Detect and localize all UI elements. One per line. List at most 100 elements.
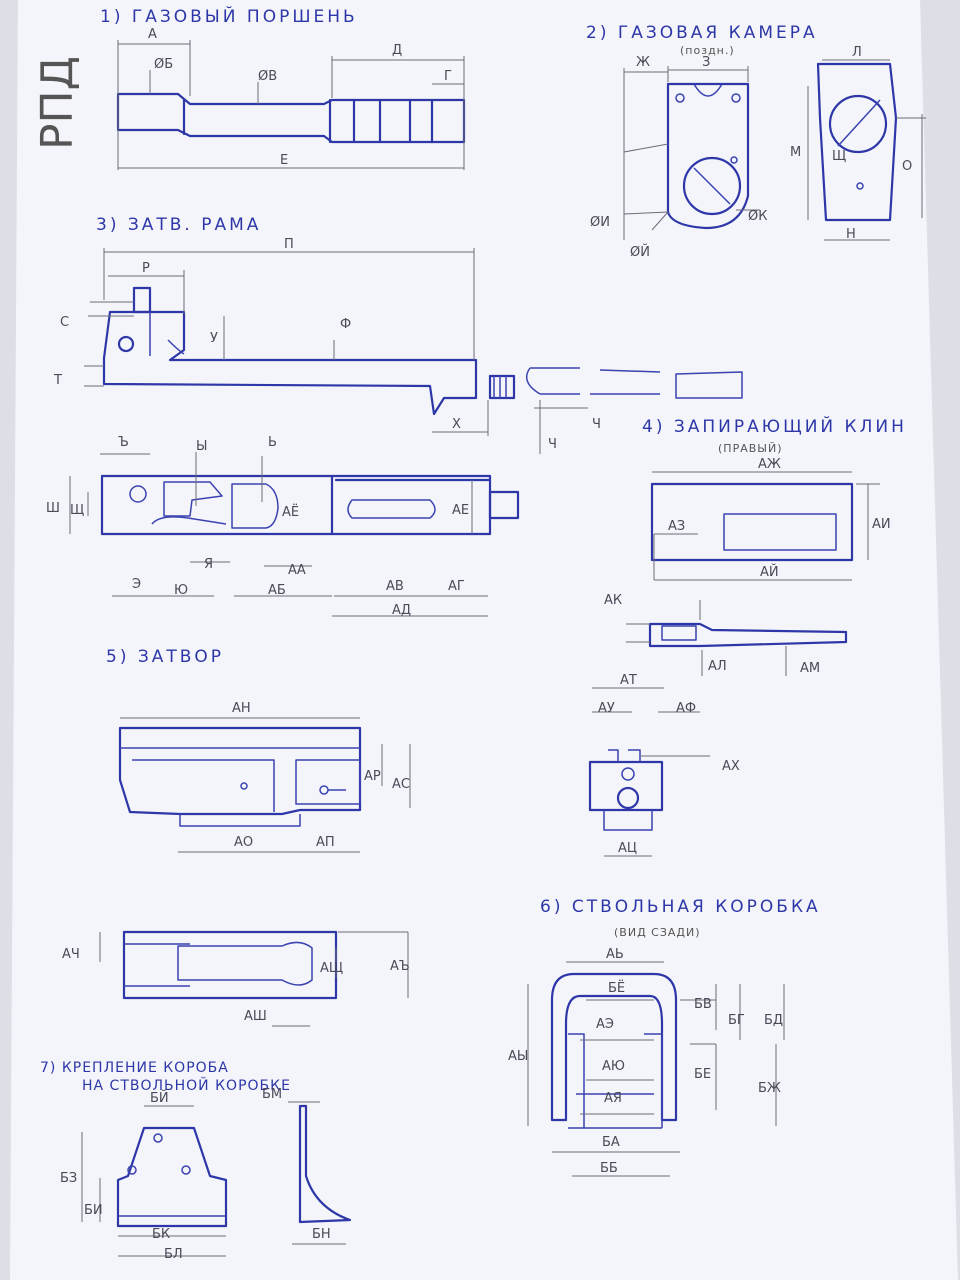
dim-Ya: Я	[204, 557, 213, 572]
dim-AF: АФ	[676, 701, 696, 716]
dim-AYu: АЮ	[602, 1059, 625, 1074]
dim-AU: АУ	[598, 701, 615, 716]
dim-Yu: Ю	[174, 583, 188, 598]
dim-AR: АР	[364, 769, 381, 784]
dim-AD: АД	[392, 603, 411, 618]
dim-Y: ØЙ	[630, 244, 650, 260]
dim-Sh: Ш	[46, 501, 60, 516]
locking-wedge-side	[626, 600, 848, 676]
dim-AT: АТ	[620, 673, 637, 688]
dim-BZ: БЗ	[60, 1171, 77, 1186]
dim-BL: БЛ	[164, 1247, 183, 1262]
dim-U: У	[210, 331, 218, 346]
dim-AHard: АЪ	[390, 959, 410, 974]
dim-BN: БН	[312, 1227, 331, 1242]
dim-Shch2: Щ	[70, 503, 84, 518]
bolt-carrier-side	[84, 248, 743, 454]
dim-BD: БД	[764, 1013, 783, 1028]
dim-M: М	[790, 145, 801, 160]
dim-ASh: АШ	[244, 1009, 267, 1024]
dim-P: П	[284, 237, 294, 252]
dim-K: ØК	[748, 209, 767, 224]
title-locking-wedge: 4) ЗАПИРАЮЩИЙ КЛИН	[642, 415, 907, 437]
bolt-side	[118, 717, 411, 853]
title-gas-chamber: 2) ГАЗОВАЯ КАМЕРА	[586, 23, 818, 43]
dim-R: Р	[142, 261, 150, 276]
dim-AV: АВ	[386, 579, 404, 594]
dim-O: О	[902, 159, 912, 174]
gas-chamber-side	[807, 59, 926, 241]
dim-AY: АЙ	[760, 564, 779, 580]
bolt-front	[588, 687, 710, 857]
dim-AI: АИ	[872, 517, 891, 532]
gas-piston	[116, 40, 466, 170]
dim-AZ: АЗ	[668, 519, 685, 534]
dim-AX: АХ	[722, 759, 740, 774]
receiver-rear-view	[527, 961, 785, 1177]
dim-A: А	[148, 27, 157, 42]
dim-AEYO: АЁ	[282, 504, 299, 520]
dim-Ch2: Ч	[592, 417, 601, 432]
dim-AS: АС	[392, 777, 410, 792]
dim-Soft: Ь	[268, 435, 277, 450]
dim-BEYO: БЁ	[608, 980, 625, 996]
dim-ASoft: АЬ	[606, 947, 624, 962]
dim-AB: АБ	[268, 583, 286, 598]
locking-wedge-top	[650, 471, 880, 581]
dim-AN: АН	[232, 701, 251, 716]
dim-AG: АГ	[448, 579, 465, 594]
dim-AE2: АЭ	[596, 1017, 614, 1032]
dim-AShch: АЩ	[320, 961, 343, 976]
title-mag-mount-line2: НА СТВОЛЬНОЙ КОРОБКЕ	[82, 1076, 291, 1094]
dim-E: Е	[280, 153, 288, 168]
dim-BA: БА	[602, 1135, 620, 1150]
dim-BG: БГ	[728, 1013, 745, 1028]
dim-G: Г	[444, 69, 452, 84]
dim-AYi: АЫ	[508, 1049, 528, 1064]
dim-BM: БМ	[262, 1087, 282, 1102]
title-mag-mount-number: 7) КРЕПЛЕНИЕ КОРОБА	[40, 1060, 229, 1076]
dim-AA: АА	[288, 563, 306, 578]
gas-chamber-front	[623, 66, 760, 240]
title-receiver: 6) СТВОЛЬНАЯ КОРОБКА	[540, 897, 821, 917]
dim-ACh: АЧ	[62, 947, 80, 962]
dim-E2: Э	[132, 577, 141, 592]
dim-T: Т	[53, 373, 62, 388]
dim-BB: ББ	[600, 1161, 618, 1176]
dim-Ch: Ч	[548, 437, 557, 452]
dim-B: ØБ	[154, 57, 173, 72]
dim-Z: З	[702, 55, 710, 70]
title-bolt: 5) ЗАТВОР	[106, 647, 224, 667]
subtitle-gas-chamber: (поздн.)	[680, 44, 735, 57]
dim-AM: АМ	[800, 661, 820, 676]
dim-ATs: АЦ	[618, 841, 637, 856]
paper-sheet	[10, 0, 958, 1280]
dim-Hard: Ъ	[118, 435, 129, 450]
dim-Yi: Ы	[196, 439, 207, 454]
subtitle-receiver: (ВИД СЗАДИ)	[614, 926, 701, 939]
dim-V: ØВ	[258, 69, 277, 84]
dim-BE: БЕ	[694, 1067, 711, 1082]
dim-AO: АО	[234, 835, 253, 850]
mag-mount-front	[81, 1105, 228, 1257]
dim-F: Ф	[340, 317, 351, 332]
dim-L: Л	[852, 45, 862, 60]
title-bolt-carrier: 3) ЗАТВ. РАМА	[96, 215, 261, 235]
dim-AL: АЛ	[708, 659, 727, 674]
dim-BK: БК	[152, 1227, 170, 1242]
dim-AK: АК	[604, 593, 622, 608]
title-gas-piston: 1) ГАЗОВЫЙ ПОРШЕНЬ	[100, 5, 358, 27]
mag-mount-side	[288, 1101, 352, 1245]
dim-N: Н	[846, 227, 856, 242]
dim-AE: АЕ	[452, 503, 469, 518]
dim-BI: БИ	[84, 1203, 103, 1218]
dim-D: Д	[392, 43, 402, 58]
dim-AP: АП	[316, 835, 335, 850]
side-label: РПД	[32, 56, 83, 150]
dim-AYa: АЯ	[604, 1091, 622, 1106]
dim-BZh: БЖ	[758, 1081, 781, 1096]
dim-I: ØИ	[590, 215, 610, 230]
bolt-carrier-top	[69, 452, 520, 617]
dim-BY: БЙ	[150, 1090, 169, 1106]
